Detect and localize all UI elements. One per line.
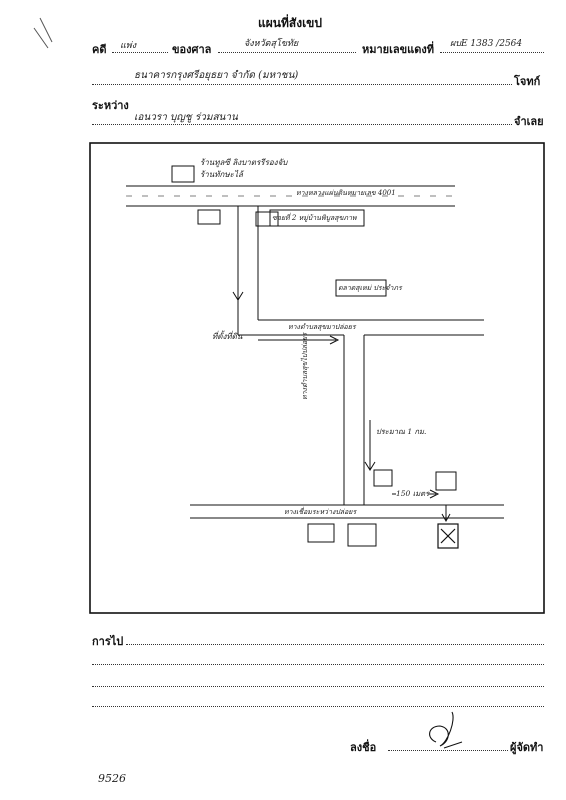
plaintiff-dots [92, 84, 512, 85]
block-bottom-1 [307, 523, 335, 543]
case-value: แพ่ง [120, 41, 137, 51]
between-label: ระหว่าง [92, 99, 129, 112]
block-lower-1 [373, 469, 393, 487]
black-case-dots [440, 52, 544, 53]
black-case-value: ผบE 1383 /2564 [450, 39, 523, 49]
directions-line-2 [92, 664, 544, 665]
defendant-label: จำเลย [514, 115, 544, 128]
block-bottom-2 [347, 523, 377, 547]
directions-line-1 [126, 644, 544, 645]
plaintiff-label: โจทก์ [514, 75, 541, 88]
branch-road-sign [269, 209, 365, 227]
map-frame [89, 142, 545, 614]
main-road-label: ทางหลวงแผ่นดินหมายเลข 4001 [296, 189, 396, 197]
directions-line-4 [92, 706, 544, 707]
plaintiff-value: ธนาคารกรุงศรีอยุธยา จำกัด (มหาชน) [134, 70, 299, 81]
bottom-road-label: ทางเชื่อมระหว่างปล่อยร [284, 508, 357, 516]
target-parcel [437, 523, 459, 549]
block-mid [255, 211, 279, 227]
distance-label-2: 150 เมตร [396, 488, 430, 500]
top-building-sub-label: ร้านทักษะไล้ [200, 170, 243, 179]
signature-label: ลงชื่อ [350, 741, 377, 754]
start-label: ที่ตั้งที่ดิน [212, 332, 243, 341]
top-building-label: ร้านทูลซี ลิงบาตรรีรองจับ [200, 158, 288, 167]
signature-line [388, 750, 508, 751]
directions-label: การไป [92, 635, 124, 648]
side-road-label: ทางตำบลสุขมาปล่อยร [288, 323, 356, 331]
block-lower-2 [435, 471, 457, 491]
right-building-label: ตลาดสุเหม่ ประจำภร [338, 284, 402, 292]
case-dots [112, 52, 168, 53]
directions-line-3 [92, 686, 544, 687]
distance-label: ประมาณ 1 กม. [376, 427, 427, 436]
defendant-dots [92, 124, 512, 125]
defendant-value: เอนวรา บุญชู ร่วมสนาน [134, 112, 238, 123]
page-title: แผนที่สังเขป [258, 16, 322, 30]
case-label: คดี [92, 43, 107, 56]
branch-road-label: ซอยที่ 2 หมู่บ้านพิบูลสุขภาพ [272, 214, 357, 222]
block-left [197, 209, 221, 225]
court-value: จังหวัดสุโขทัย [244, 39, 299, 49]
preparer-label: ผู้จัดทำ [510, 741, 544, 754]
court-label: ของศาล [172, 43, 212, 56]
footer-note: 9526 [98, 772, 126, 785]
right-building [335, 279, 387, 297]
top-building [171, 165, 195, 183]
court-dots [218, 52, 356, 53]
black-case-label: หมายเลขแดงที่ [362, 43, 434, 56]
